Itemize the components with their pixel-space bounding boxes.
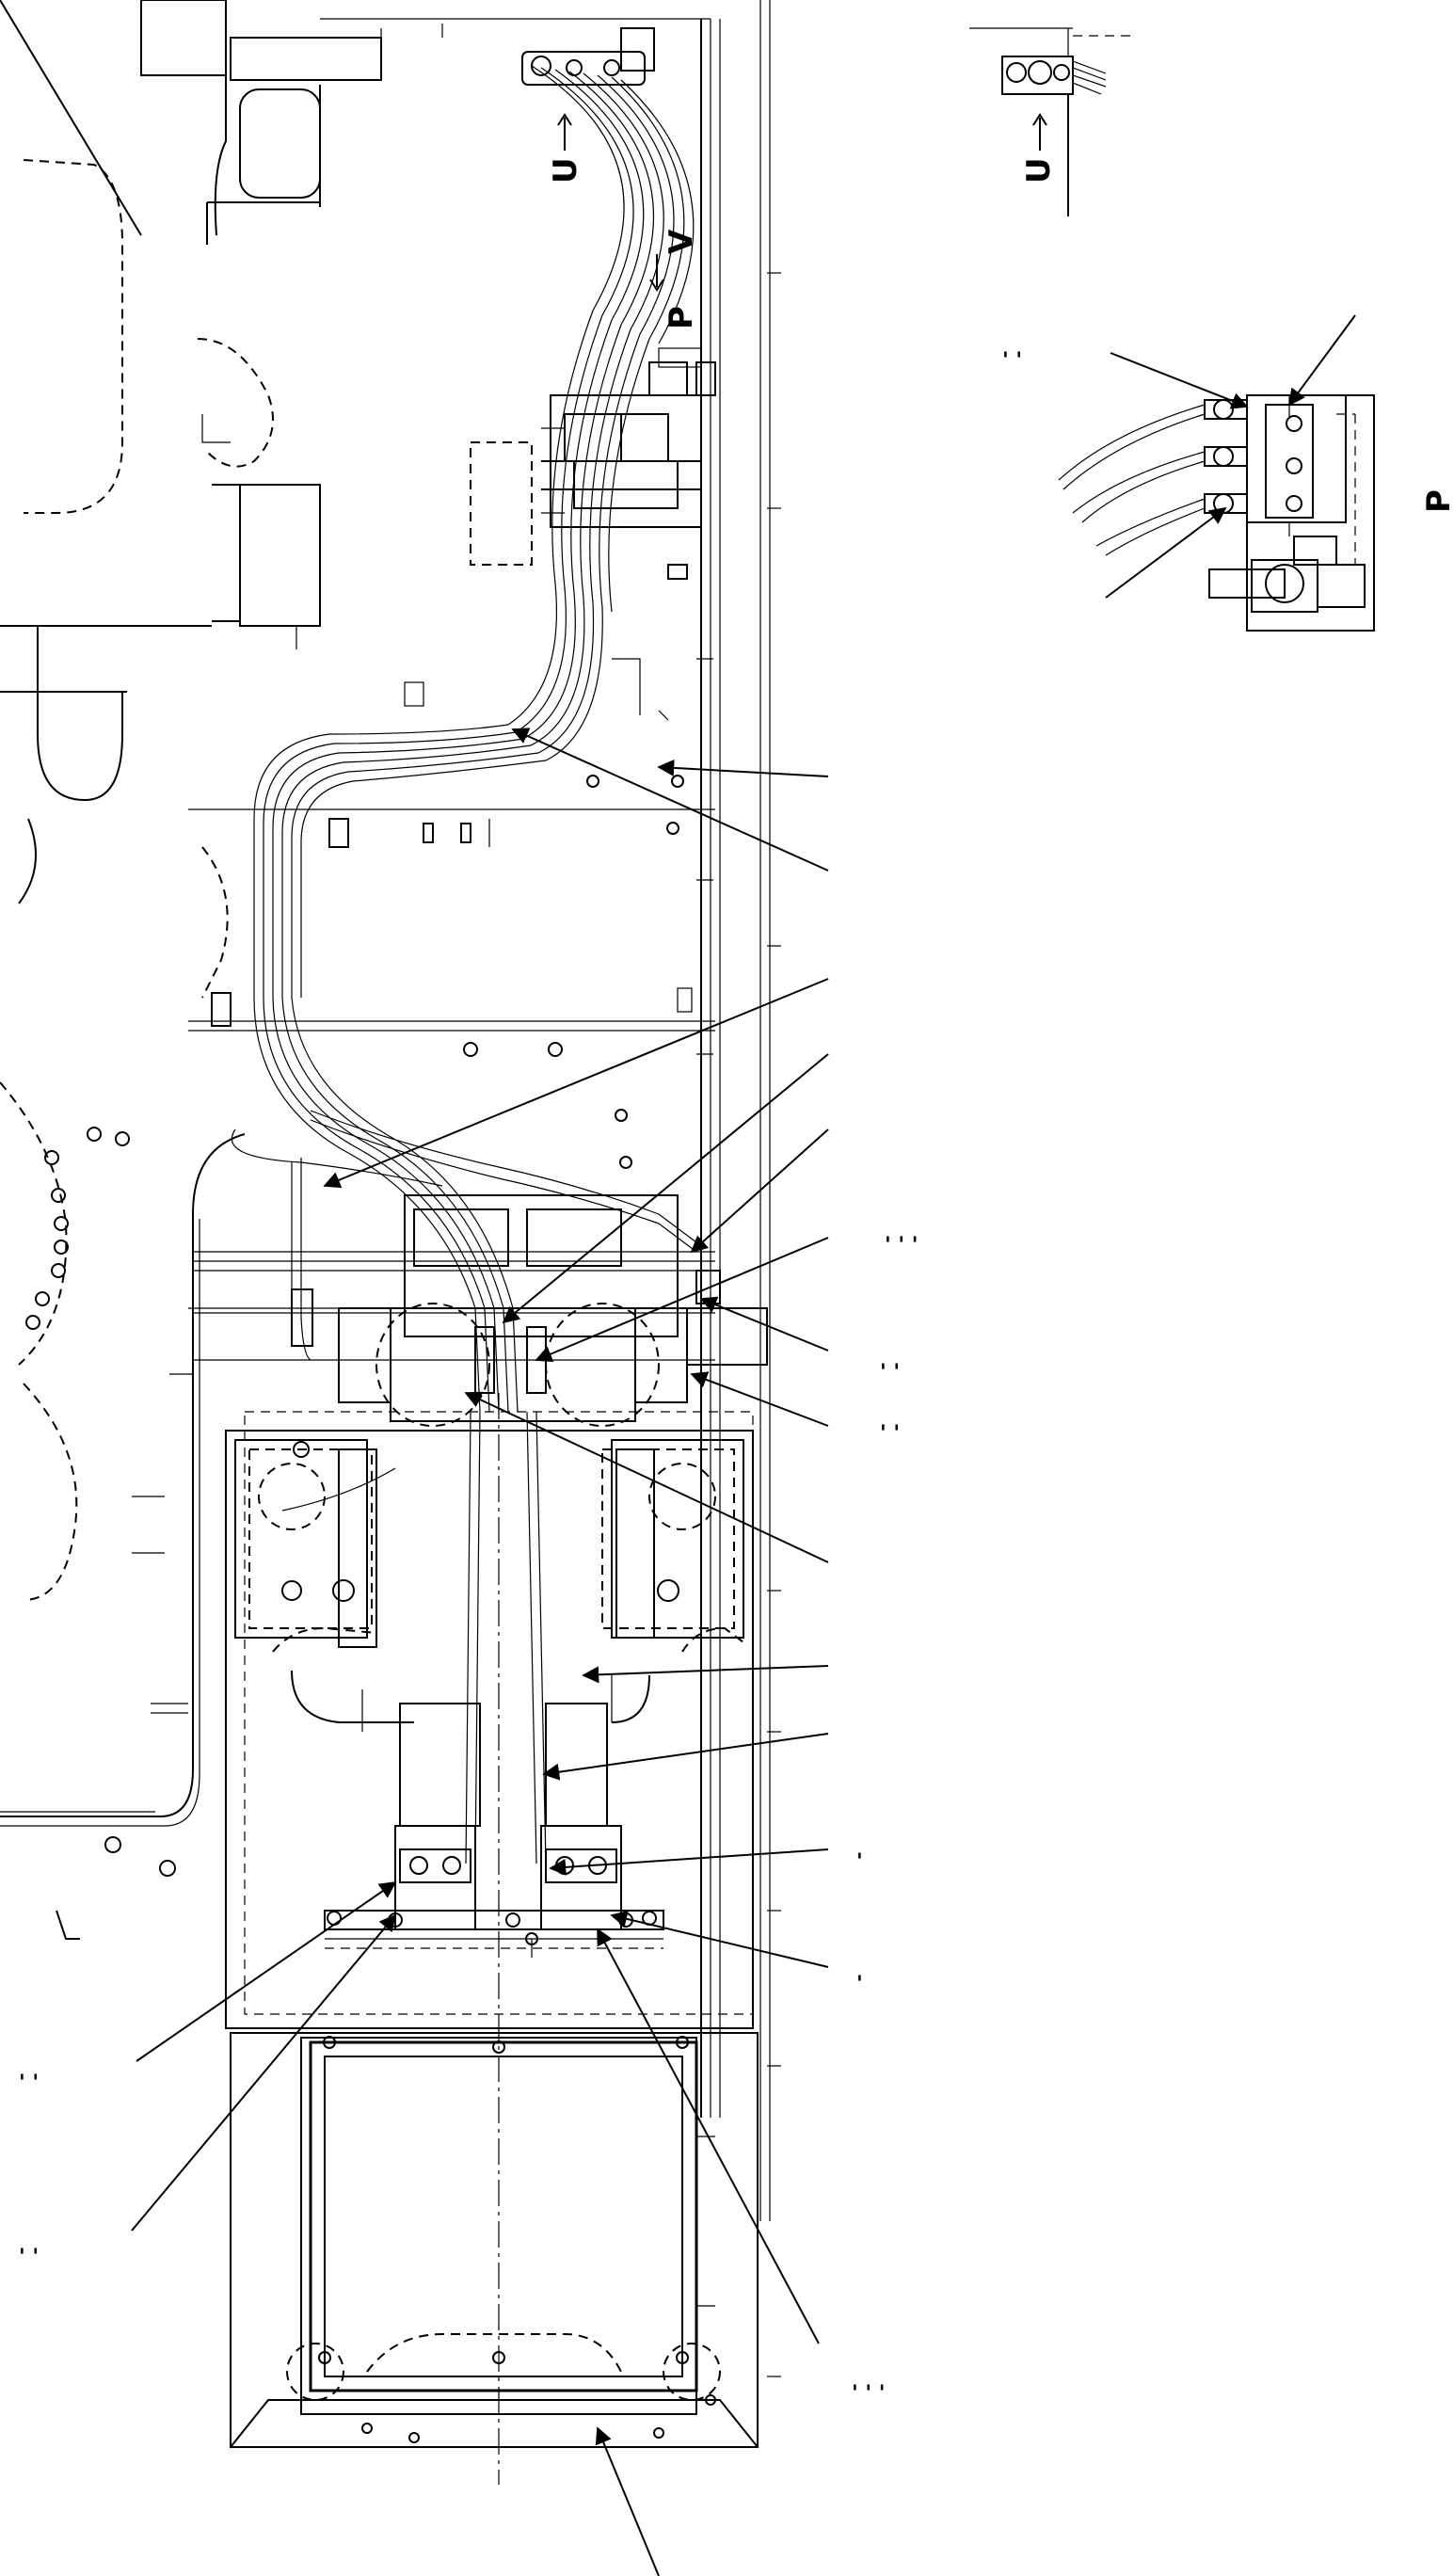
callout-2: ' ' <box>880 1361 900 1384</box>
chassis-outline <box>0 0 443 1940</box>
callout-5: ' <box>856 1973 863 1996</box>
leader-lines <box>131 314 1356 2576</box>
callout-marks: ' ' ' ' ' ' ' ' ' ' ' ' ' ' ' ' ' ' <box>19 349 1022 2406</box>
main-frame-rails <box>188 0 771 2221</box>
detail-view-u: U <box>969 27 1134 216</box>
callout-8: ' ' <box>19 2246 39 2269</box>
bottom-reservoir <box>230 2032 759 2448</box>
central-cylinder-assembly <box>188 1194 768 1427</box>
detail-u-label: U <box>1020 157 1058 184</box>
right-rail-ticks <box>696 272 781 2377</box>
callout-6: ' ' ' <box>852 2382 886 2406</box>
callout-1: ' ' ' <box>885 1234 919 1257</box>
lower-base-frame <box>225 1411 754 2029</box>
callout-7: ' ' <box>19 2072 39 2095</box>
view-label-v: V <box>663 229 700 254</box>
detail-p-label: P <box>1420 489 1454 513</box>
view-label-p: P <box>663 306 700 329</box>
view-label-u: U <box>547 157 584 184</box>
detail-view-p: P <box>1058 394 1454 632</box>
main-view-labels: U P V <box>547 113 700 329</box>
callout-3: ' ' <box>880 1422 900 1446</box>
callout-detail-p: ' ' <box>1002 349 1022 373</box>
callout-4: ' <box>856 1850 863 1874</box>
left-flange-holes <box>25 1127 130 1330</box>
